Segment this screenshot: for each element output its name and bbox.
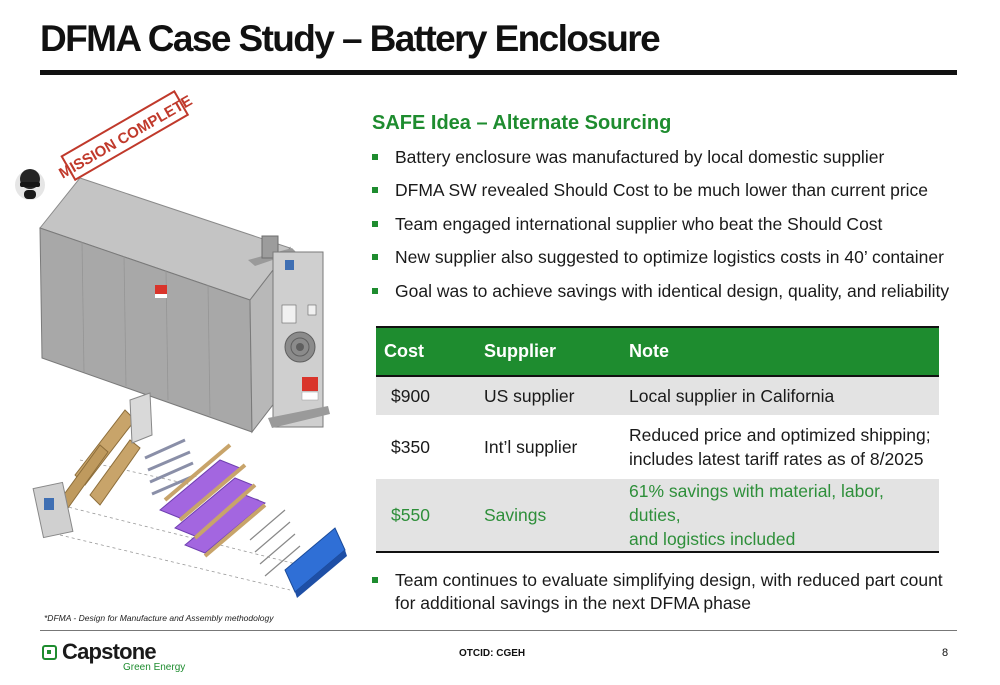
page-number: 8: [942, 647, 949, 659]
cell-note: Local supplier in California: [621, 376, 939, 415]
cell-cost: $350: [376, 415, 476, 479]
square-bullet-icon: [372, 220, 378, 227]
section-heading: SAFE Idea – Alternate Sourcing: [372, 112, 672, 134]
bullet-item: Battery enclosure was manufactured by lo…: [372, 146, 962, 179]
bullet-item: Team continues to evaluate simplifying d…: [372, 569, 962, 615]
cell-cost: $550: [376, 479, 476, 553]
note-line: Reduced price and optimized shipping;: [629, 425, 931, 445]
exploded-view-illustration: [32, 392, 347, 598]
cell-note: Reduced price and optimized shipping; inc…: [621, 415, 939, 479]
bullet-text: Team engaged international supplier who …: [395, 213, 883, 234]
capstone-logo: Capstone Green Energy: [42, 639, 185, 677]
bullet-item: DFMA SW revealed Should Cost to be much …: [372, 179, 962, 212]
square-bullet-icon: [372, 154, 378, 160]
cell-note: 61% savings with material, labor, duties…: [621, 479, 939, 553]
capstone-logo-icon: [42, 645, 57, 660]
table-row: $550 Savings 61% savings with material, …: [376, 479, 939, 553]
table-row: $900 US supplier Local supplier in Calif…: [376, 376, 939, 415]
bullet-text: Goal was to achieve savings with identic…: [395, 280, 950, 301]
table-header-row: Cost Supplier Note: [376, 326, 939, 377]
table-row: $350 Int’l supplier Reduced price and op…: [376, 415, 939, 479]
ticker-symbol: OTCID: CGEH: [459, 648, 526, 659]
bullet-text: Team continues to evaluate simplifying d…: [395, 570, 943, 613]
bottom-bullet-list: Team continues to evaluate simplifying d…: [372, 569, 962, 615]
bullet-text: DFMA SW revealed Should Cost to be much …: [395, 180, 929, 201]
cell-supplier: Savings: [476, 479, 621, 553]
battery-enclosure-illustration: MISSION COMPLETE: [15, 90, 347, 598]
note-line: Local supplier in California: [629, 386, 835, 406]
cell-supplier: US supplier: [476, 376, 621, 415]
bullet-list: Battery enclosure was manufactured by lo…: [372, 146, 962, 313]
square-bullet-icon: [372, 187, 378, 194]
logo-name: Capstone: [62, 639, 157, 664]
note-line: 61% savings with material, labor, duties…: [629, 481, 884, 525]
mission-complete-stamp: MISSION COMPLETE: [15, 90, 195, 200]
bullet-item: New supplier also suggested to optimize …: [372, 246, 962, 279]
cell-cost: $900: [376, 376, 476, 415]
header-supplier: Supplier: [476, 326, 621, 377]
logo-tagline: Green Energy: [123, 662, 186, 673]
footer-divider: [40, 630, 957, 631]
note-line: and logistics included: [629, 529, 796, 549]
bullet-text: New supplier also suggested to optimize …: [395, 247, 944, 268]
bullet-text: Battery enclosure was manufactured by lo…: [395, 147, 885, 167]
bullet-item: Team engaged international supplier who …: [372, 213, 962, 246]
footnote: *DFMA - Design for Manufacture and Assem…: [44, 613, 274, 623]
cost-comparison-table: Cost Supplier Note $900 US supplier Loca…: [376, 326, 939, 553]
header-cost: Cost: [376, 326, 476, 377]
cell-supplier: Int’l supplier: [476, 415, 621, 479]
battery-enclosure-image: [39, 177, 330, 434]
slide-title: DFMA Case Study – Battery Enclosure: [40, 18, 661, 59]
square-bullet-icon: [372, 577, 378, 583]
svg-text:MISSION COMPLETE: MISSION COMPLETE: [56, 92, 195, 182]
bullet-item: Goal was to achieve savings with identic…: [372, 280, 962, 313]
square-bullet-icon: [372, 254, 378, 261]
note-line: includes latest tariff rates as of 8/202…: [629, 449, 924, 469]
square-bullet-icon: [372, 287, 378, 294]
title-underline: [40, 70, 957, 75]
header-note: Note: [621, 326, 939, 377]
